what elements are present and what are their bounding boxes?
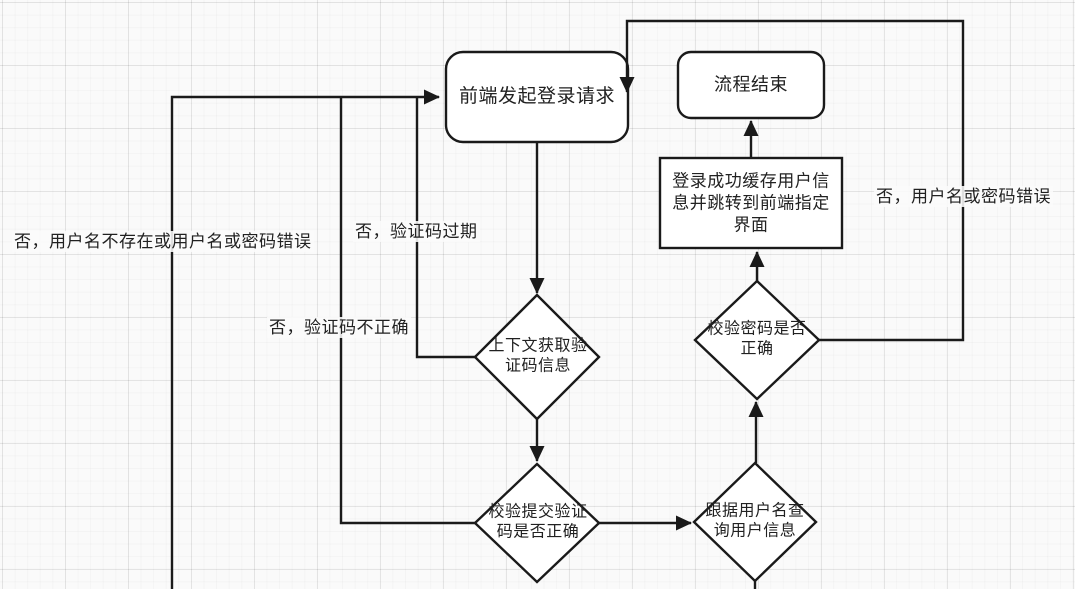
node-end-shape xyxy=(676,50,826,120)
decision-check-password-shape xyxy=(693,279,821,401)
node-cache-redirect-shape xyxy=(658,156,844,250)
edge-label-captcha-incorrect: 否，验证码不正确 xyxy=(267,317,411,339)
edge-label-captcha-expired: 否，验证码过期 xyxy=(353,221,480,243)
decision-query-user-label: 跟据用户名查询用户信息 xyxy=(705,502,805,540)
node-end-label: 流程结束 xyxy=(714,74,788,95)
edge-wrong-password-loop xyxy=(619,19,965,342)
node-cache-redirect-label: 登录成功缓存用户信息并跳转到前端指定界面 xyxy=(672,171,830,234)
edge-user-not-exist-loop xyxy=(170,89,440,589)
edge-label-wrong-password: 否，用户名或密码错误 xyxy=(874,186,1053,208)
decision-check-captcha-label: 校验提交验证码是否正确 xyxy=(488,503,588,541)
decision-check-captcha-shape xyxy=(473,462,601,584)
decision-get-captcha-label: 上下文获取验证码信息 xyxy=(488,337,588,375)
edge-captcha-expired-loop xyxy=(415,98,475,359)
edge-label-user-not-exist: 否，用户名不存在或用户名或密码错误 xyxy=(12,231,314,253)
edge-captcha-incorrect-loop xyxy=(339,98,475,525)
node-start-label: 前端发起登录请求 xyxy=(458,85,615,107)
decision-check-password-label: 校验密码是否正确 xyxy=(707,320,807,358)
